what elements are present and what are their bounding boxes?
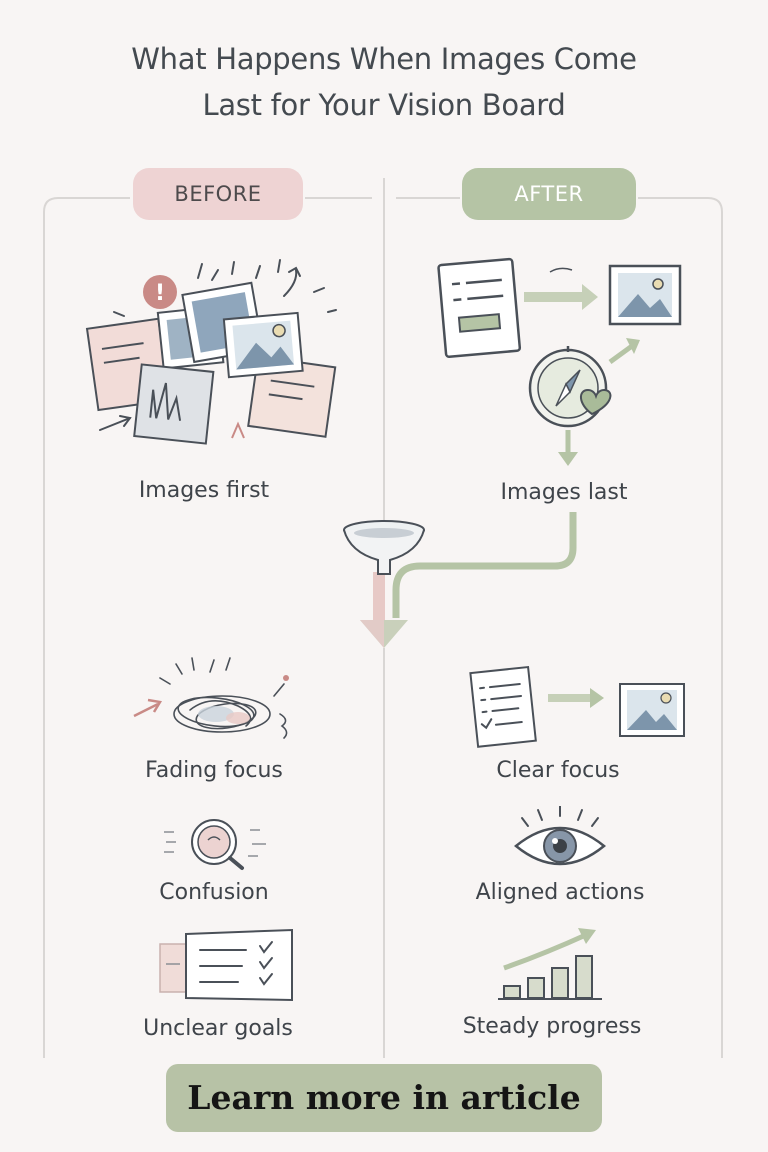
before-outcome-1-label: Fading focus <box>145 758 283 783</box>
before-outcome-3-label: Unclear goals <box>143 1016 293 1041</box>
before-outcome-2-label: Confusion <box>159 880 269 905</box>
after-scenario-label: Images last <box>500 480 628 505</box>
before-header: BEFORE <box>133 168 303 220</box>
after-outcome-2-label: Aligned actions <box>475 880 645 905</box>
after-header: AFTER <box>462 168 636 220</box>
before-scenario-label: Images first <box>138 478 270 503</box>
frame-right-edge <box>638 197 723 1058</box>
scattered-images-icon: ! <box>85 259 337 445</box>
after-outcome-1-label: Clear focus <box>496 758 620 783</box>
page-title: What Happens When Images Come Last for Y… <box>0 36 768 128</box>
structured-process-icon <box>437 257 682 466</box>
title-line-2: Last for Your Vision Board <box>202 88 566 122</box>
svg-text:!: ! <box>155 281 165 306</box>
flow-line-after <box>392 512 577 618</box>
title-line-1: What Happens When Images Come <box>131 42 637 76</box>
funnel-icon <box>343 520 425 575</box>
flow-line-before <box>373 572 385 622</box>
checklist-icon <box>159 928 293 1002</box>
learn-more-button[interactable]: Learn more in article <box>166 1064 602 1132</box>
list-to-image-icon <box>469 665 685 748</box>
growth-chart-icon <box>498 928 602 1000</box>
frame-left-edge <box>43 197 130 1058</box>
eye-icon <box>514 806 606 866</box>
tangled-scribble-icon <box>133 657 289 739</box>
magnifier-icon <box>164 819 266 870</box>
after-outcome-3-label: Steady progress <box>462 1014 642 1039</box>
